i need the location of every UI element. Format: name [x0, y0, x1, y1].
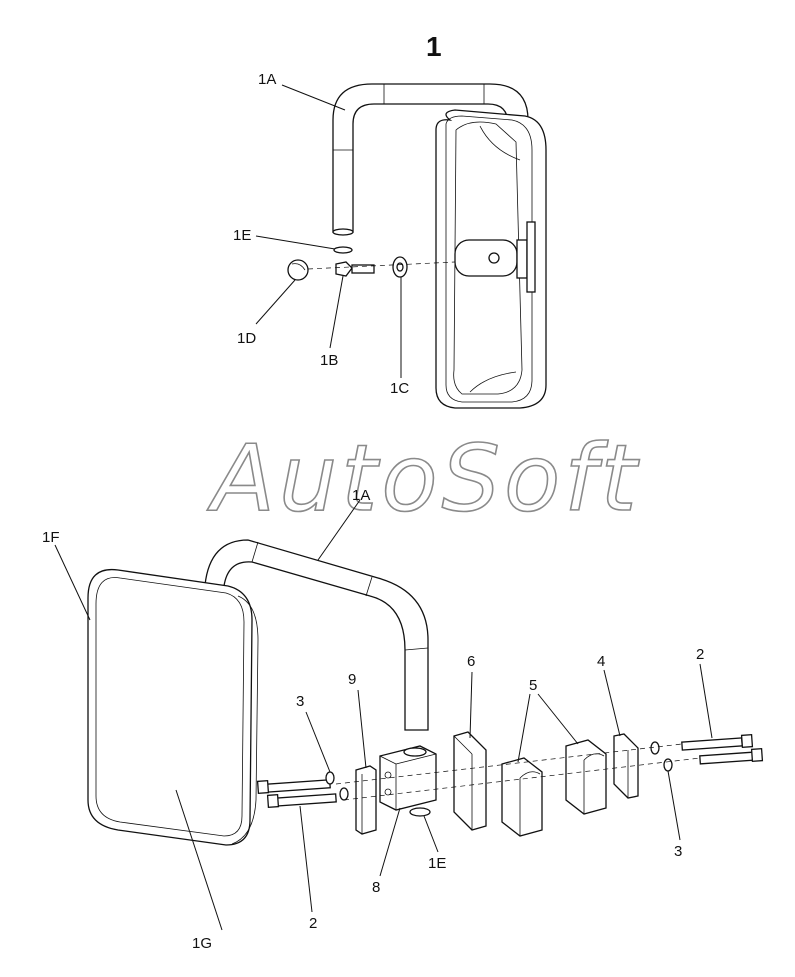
tube-1a-bottom: [204, 539, 429, 731]
plate-9: [355, 765, 377, 835]
washer-1e-top: [333, 246, 353, 254]
label-6: 6: [467, 653, 475, 670]
label-2-bottom: 2: [309, 915, 317, 932]
watermark: AutoSoft: [207, 425, 641, 532]
saddle-block-5a: [501, 757, 543, 837]
washer-1e-bottom: [409, 807, 431, 817]
label-1e-bottom: 1E: [428, 855, 446, 872]
label-3-left: 3: [296, 693, 304, 710]
mirror-face: [87, 568, 259, 846]
label-1e-top: 1E: [233, 227, 251, 244]
label-9: 9: [348, 671, 356, 688]
bolts-2-left: [256, 779, 337, 809]
washer-1c-top: [392, 256, 408, 278]
label-1f: 1F: [42, 529, 60, 546]
label-2-right: 2: [696, 646, 704, 663]
label-5: 5: [529, 677, 537, 694]
label-1b-top: 1B: [320, 352, 338, 369]
clamp-block-8: [379, 745, 437, 811]
bottom-assembly: [54, 499, 764, 931]
label-1a-top: 1A: [258, 71, 276, 88]
bolts-2-right: [681, 733, 764, 765]
top-assembly: [255, 83, 547, 409]
label-8: 8: [372, 879, 380, 896]
label-1a-bottom: 1A: [352, 487, 370, 504]
saddle-block-5b: [565, 739, 607, 815]
bolt-1b-top: [335, 261, 375, 277]
figure-number: 1: [426, 31, 442, 62]
label-1d-top: 1D: [237, 330, 256, 347]
label-1c-top: 1C: [390, 380, 409, 397]
nut-1d-top: [287, 259, 309, 281]
label-4: 4: [597, 653, 605, 670]
plate-6: [453, 731, 487, 831]
mirror-housing-top: [435, 109, 547, 409]
label-3-right: 3: [674, 843, 682, 860]
label-1g: 1G: [192, 935, 212, 952]
